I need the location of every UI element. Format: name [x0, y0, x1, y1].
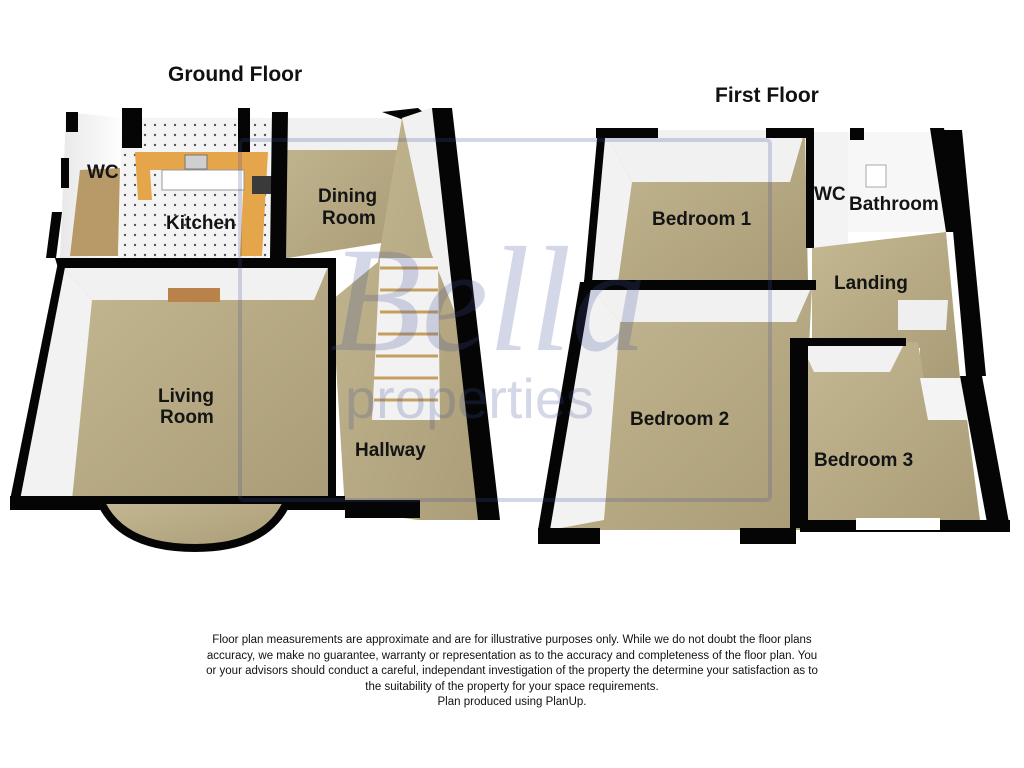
- ground-wc-label: WC: [87, 162, 119, 183]
- bedroom-1-label: Bedroom 1: [652, 209, 752, 230]
- watermark-logo: Bella properties: [238, 138, 772, 502]
- disclaimer-line-1: Floor plan measurements are approximate …: [212, 634, 812, 646]
- first-floor-title: First Floor: [715, 84, 819, 107]
- first-floor-labels: Bedroom 1 WC Bathroom Landing Bedroom 2 …: [630, 184, 939, 471]
- watermark-tagline: properties: [345, 367, 594, 430]
- first-wc-label: WC: [814, 184, 846, 205]
- watermark-logo-text: Bella: [330, 217, 647, 383]
- bathroom-label: Bathroom: [849, 194, 939, 215]
- bathroom-room: [848, 128, 962, 232]
- kitchen-room: [118, 108, 278, 258]
- disclaimer-line-2: accuracy, we make no guarantee, warranty…: [206, 649, 818, 662]
- ground-floor-labels: WC Kitchen Dining Room Living Room Hallw…: [87, 162, 426, 461]
- bedroom-2-label: Bedroom 2: [630, 409, 729, 430]
- ground-wc-room: [46, 112, 125, 258]
- ground-floor: Ground Floor: [10, 63, 500, 553]
- dining-room-label-line2: Room: [322, 208, 376, 229]
- bedroom-3-label: Bedroom 3: [814, 450, 913, 471]
- living-room-label-line1: Living: [158, 386, 214, 407]
- dining-room: [270, 108, 430, 258]
- kitchen-label: Kitchen: [166, 213, 236, 234]
- landing-label: Landing: [834, 273, 908, 294]
- bedroom-1: [584, 128, 810, 282]
- bedroom-2: [538, 280, 816, 544]
- disclaimer-line-4: the suitability of the property for your…: [365, 680, 659, 693]
- staircase: [372, 258, 440, 420]
- first-floor: First Floor: [538, 84, 1010, 544]
- hallway-label: Hallway: [355, 440, 426, 461]
- living-room-label-line2: Room: [160, 407, 214, 428]
- disclaimer-line-5: Plan produced using PlanUp.: [437, 696, 587, 709]
- hallway: [332, 108, 500, 520]
- living-room: [10, 258, 345, 553]
- bedroom-3: [790, 338, 1010, 532]
- ground-floor-title: Ground Floor: [168, 63, 302, 86]
- disclaimer-line-3: or your advisors should conduct a carefu…: [206, 665, 818, 678]
- disclaimer: Floor plan measurements are approximate …: [112, 633, 912, 711]
- dining-room-label-line1: Dining: [318, 186, 377, 207]
- first-wc-room: [806, 128, 848, 248]
